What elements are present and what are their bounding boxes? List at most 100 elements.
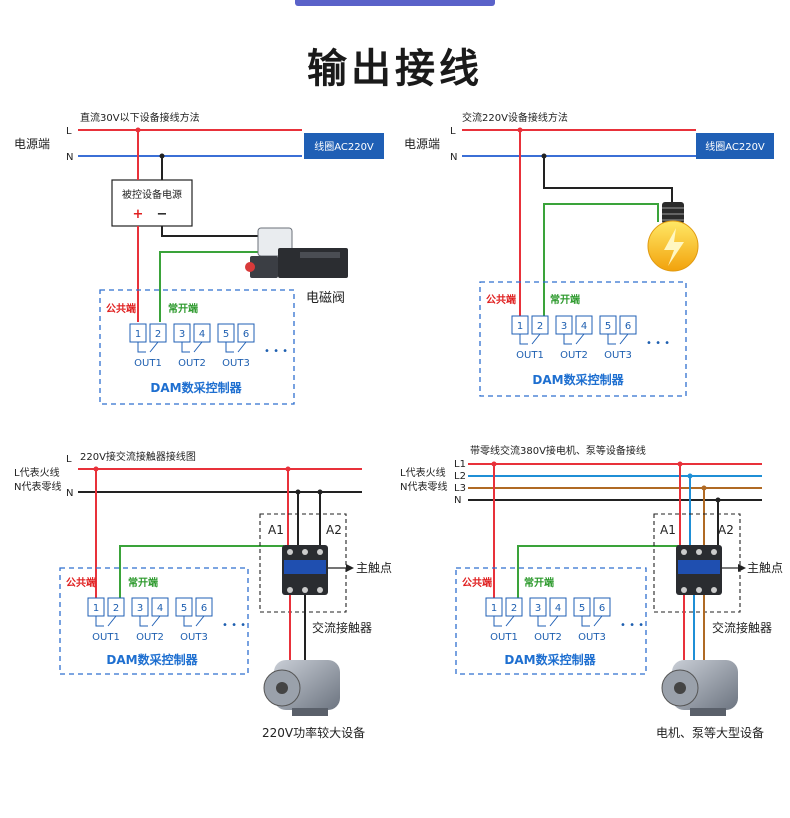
- panel-ac-contactor-220v: 220V接交流接触器接线图 L代表火线 N代表零线 L N A1 A2: [14, 450, 392, 740]
- panel1-power-box-label: 被控设备电源: [122, 188, 182, 201]
- panel2-power-side-label: 电源端: [404, 137, 440, 151]
- panel4-contactor-box: [653, 513, 741, 613]
- panel1-device-label: 电磁阀: [306, 291, 345, 306]
- panel4-a2-label: A2: [718, 523, 734, 537]
- panel3-relay-contact-icon: [195, 615, 205, 627]
- panel3-relay-contact-icon: [107, 615, 117, 627]
- panel2-terminal-number: 4: [581, 321, 587, 332]
- panel1-terminal-number: 4: [199, 329, 205, 340]
- panel4-contactor-label: 交流接触器: [712, 620, 772, 635]
- light-bulb-icon: [647, 202, 699, 272]
- panel3-caption: 220V接交流接触器接线图: [80, 450, 196, 463]
- panel1-power-side-label: 电源端: [14, 137, 50, 151]
- panel-ac-380v-motor: 带零线交流380V接电机、泵等设备接线 L代表火线 N代表零线 L1 L2 L3…: [400, 444, 783, 740]
- panel4-more-dots: • • •: [620, 620, 644, 631]
- panel1-out-label: OUT3: [222, 358, 250, 369]
- panel3-terminal-number: 1: [93, 603, 99, 614]
- panel3-out-label: OUT1: [92, 632, 120, 643]
- panel2-terminal-number: 1: [517, 321, 523, 332]
- panel1-terminal-number: 1: [135, 329, 141, 340]
- panel4-controller-label: DAM数采控制器: [504, 652, 596, 667]
- panel4-out-label: OUT1: [490, 632, 518, 643]
- panel1-relay-contact-icon: [237, 341, 247, 353]
- panel4-relay-contact-icon: [593, 615, 603, 627]
- top-accent-bar: [295, 0, 495, 6]
- panel2-relay-switch-icon: [519, 334, 528, 345]
- panel-ac-220v: 交流220V设备接线方法 电源端 L N 线圈AC220V: [404, 111, 774, 397]
- panel2-caption: 交流220V设备接线方法: [462, 111, 568, 124]
- panel3-relay-switch-icon: [139, 616, 148, 627]
- panel3-contactor-box: [259, 513, 347, 613]
- panel4-common-label: 公共端: [462, 576, 492, 589]
- panel3-live-desc: L代表火线: [14, 466, 60, 479]
- panel1-relay-contact-icon: [193, 341, 203, 353]
- panel2-wire-n-label: N: [450, 152, 457, 163]
- panel4-device-label: 电机、泵等大型设备: [656, 726, 764, 740]
- panel2-relay-contact-icon: [575, 333, 585, 345]
- panel1-relay-switch-icon: [181, 342, 190, 353]
- panel3-relay-switch-icon: [183, 616, 192, 627]
- panel3-contactor-icon: [282, 545, 328, 595]
- panel4-terminal-number: 3: [535, 603, 541, 614]
- panel4-terminal-number: 4: [555, 603, 561, 614]
- panel3-out-label: OUT3: [180, 632, 208, 643]
- panel3-wire-n-label: N: [66, 488, 73, 499]
- panel2-line-badge: [696, 133, 774, 159]
- panel4-terminal-number: 1: [491, 603, 497, 614]
- panel3-common-label: 公共端: [66, 576, 96, 589]
- panel3-terminal-number: 5: [181, 603, 187, 614]
- panel4-terminal-number: 5: [579, 603, 585, 614]
- panel4-terminal-number: 6: [599, 603, 605, 614]
- panel3-wire-l-label: L: [66, 454, 72, 465]
- page-title: 输出接线: [307, 46, 483, 92]
- panel4-caption: 带零线交流380V接电机、泵等设备接线: [470, 444, 646, 457]
- panel1-common-label: 公共端: [106, 302, 136, 315]
- panel4-contactor-icon: [676, 545, 722, 595]
- panel2-wire-l-label: L: [450, 126, 456, 137]
- panel3-contactor-label: 交流接触器: [312, 620, 372, 635]
- panel4-out-label: OUT2: [534, 632, 562, 643]
- panel4-relay-contact-icon: [549, 615, 559, 627]
- panel3-a2-label: A2: [326, 523, 342, 537]
- panel3-out-label: OUT2: [136, 632, 164, 643]
- panel2-terminal-number: 3: [561, 321, 567, 332]
- panel1-power-box: [111, 179, 193, 227]
- panel3-no-label: 常开端: [128, 576, 158, 589]
- panel1-relay-switch-icon: [137, 342, 146, 353]
- solenoid-valve-icon: [245, 227, 348, 278]
- panel1-line-badge-text: 线圈AC220V: [314, 140, 374, 153]
- panel3-device-label: 220V功率较大设备: [262, 725, 365, 740]
- panel-dc-30v: 直流30V以下设备接线方法 电源端 L N 线圈AC220V 被控设备电源 + …: [14, 111, 384, 405]
- panel1-relay-switch-icon: [225, 342, 234, 353]
- panel3-relay-switch-icon: [95, 616, 104, 627]
- panel4-wire-l3-label: L3: [454, 483, 466, 494]
- panel4-live-desc: L代表火线: [400, 466, 446, 479]
- panel3-terminal-number: 2: [113, 603, 119, 614]
- panel1-terminal-number: 5: [223, 329, 229, 340]
- panel2-more-dots: • • •: [646, 338, 670, 349]
- panel2-terminal-number: 2: [537, 321, 543, 332]
- panel1-wire-n-label: N: [66, 152, 73, 163]
- panel1-relay-contact-icon: [149, 341, 159, 353]
- panel2-common-label: 公共端: [486, 293, 516, 306]
- panel4-wire-l2-label: L2: [454, 471, 466, 482]
- panel4-main-contact-label: 主触点: [747, 561, 783, 575]
- panel4-no-label: 常开端: [524, 576, 554, 589]
- panel1-no-label: 常开端: [168, 302, 198, 315]
- panel4-relay-switch-icon: [493, 616, 502, 627]
- panel1-line-badge: [304, 133, 384, 159]
- panel3-terminal-number: 6: [201, 603, 207, 614]
- panel3-terminal-number: 4: [157, 603, 163, 614]
- panel2-terminal-number: 5: [605, 321, 611, 332]
- panel2-relay-switch-icon: [607, 334, 616, 345]
- panel2-out-label: OUT1: [516, 350, 544, 361]
- panel3-terminal-number: 3: [137, 603, 143, 614]
- panel3-more-dots: • • •: [222, 620, 246, 631]
- panel1-minus-sign: −: [157, 207, 168, 222]
- panel3-neutral-desc: N代表零线: [14, 480, 61, 493]
- panel4-out-label: OUT3: [578, 632, 606, 643]
- panel2-out-label: OUT2: [560, 350, 588, 361]
- panel1-out-label: OUT1: [134, 358, 162, 369]
- panel1-terminal-number: 3: [179, 329, 185, 340]
